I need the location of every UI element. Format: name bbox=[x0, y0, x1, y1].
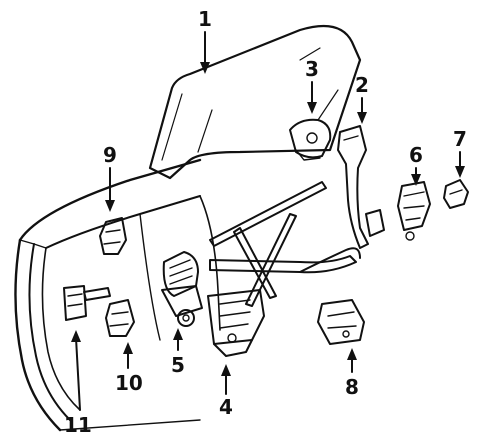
callout-1: 1 bbox=[198, 7, 212, 31]
callout-7: 7 bbox=[453, 127, 467, 151]
lower-hinge-part bbox=[105, 299, 135, 337]
callout-8: 8 bbox=[345, 375, 359, 399]
callout-4: 4 bbox=[219, 395, 233, 419]
leader-lines bbox=[71, 31, 465, 411]
callout-10: 10 bbox=[115, 371, 143, 395]
bracket-part bbox=[289, 118, 332, 161]
callout-5: 5 bbox=[171, 353, 185, 377]
callout-labels: 1 2 3 4 5 6 7 8 9 10 11 bbox=[64, 7, 467, 437]
door-check-part bbox=[63, 285, 111, 321]
callout-11: 11 bbox=[64, 413, 92, 437]
window-regulator-part bbox=[207, 181, 361, 357]
clip-part bbox=[443, 179, 469, 209]
door-latch-part bbox=[397, 181, 431, 241]
callout-6: 6 bbox=[409, 143, 423, 167]
callout-9: 9 bbox=[103, 143, 117, 167]
door-frame bbox=[14, 158, 221, 432]
window-motor-part bbox=[161, 251, 203, 327]
callout-3: 3 bbox=[305, 57, 319, 81]
run-channel-part bbox=[337, 125, 385, 249]
door-glass-part bbox=[148, 24, 362, 180]
upper-hinge-part bbox=[99, 217, 127, 255]
lock-part bbox=[317, 299, 365, 345]
callout-2: 2 bbox=[355, 73, 369, 97]
